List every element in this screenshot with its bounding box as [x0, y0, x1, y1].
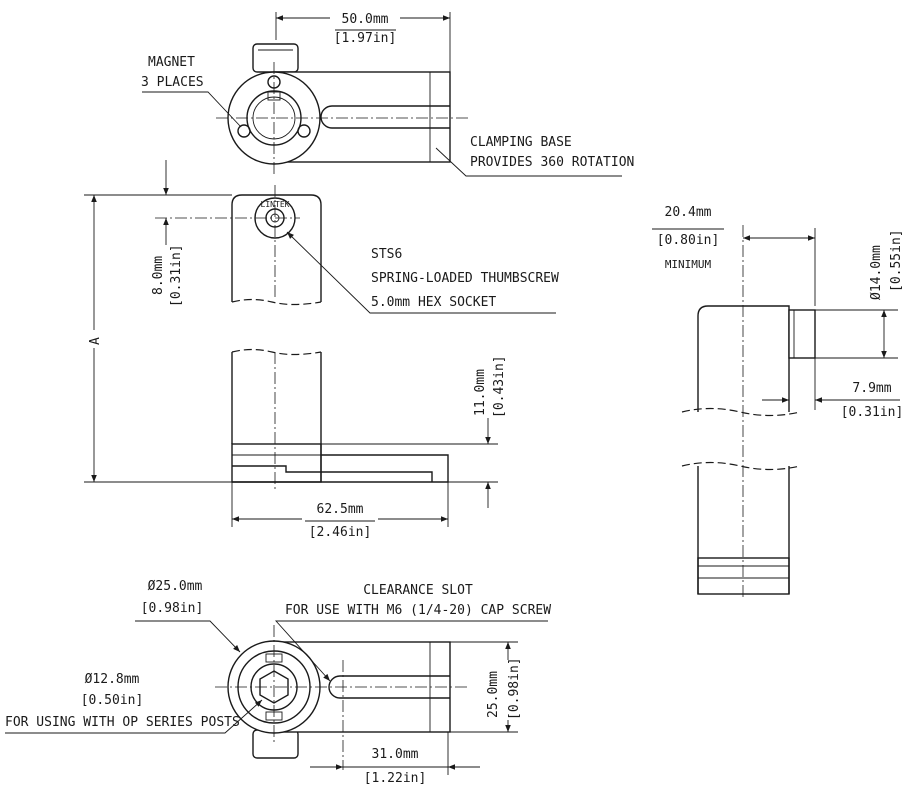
side-view-screw	[788, 309, 816, 359]
top-view-slot	[320, 105, 450, 129]
dim-offset-mm: 8.0mm	[151, 256, 166, 295]
dim-base-width-in: [2.46in]	[309, 525, 372, 540]
magnet-label-line1: MAGNET	[148, 55, 195, 70]
dim-depth-mm: 7.9mm	[852, 381, 891, 396]
clamp-label-line1: CLAMPING BASE	[470, 135, 572, 150]
slot-label-line2: FOR USE WITH M6 (1/4-20) CAP SCREW	[285, 603, 551, 618]
dim-base-width-mm: 62.5mm	[317, 502, 364, 517]
front-view: LINTEK 8.0mm [0.31in] A STS6 SPRING-LOAD…	[84, 160, 559, 543]
magnet-icon	[237, 124, 251, 138]
dim-outer-dia-in: [0.98in]	[141, 601, 204, 616]
dim-width-in: [1.97in]	[334, 31, 397, 46]
dim-outer-dia-mm: Ø25.0mm	[148, 579, 203, 594]
dim-min-in: [0.80in]	[657, 233, 720, 248]
dim-slot-len-mm: 31.0mm	[372, 747, 419, 762]
bottom-view-knob	[252, 729, 299, 759]
dim-base-height-mm: 11.0mm	[473, 369, 488, 416]
dim-inner-dia-mm: Ø12.8mm	[85, 672, 140, 687]
dim-min-label: MINIMUM	[665, 258, 712, 271]
dim-height-a: A	[88, 337, 103, 345]
clamp-label-line2: PROVIDES 360 ROTATION	[470, 155, 634, 170]
magnet-icon	[297, 124, 311, 138]
dim-dia-in: [0.55in]	[889, 229, 904, 292]
screw-label-line1: STS6	[371, 247, 402, 262]
dim-base-height-in: [0.43in]	[492, 355, 507, 418]
dim-min-mm: 20.4mm	[665, 205, 712, 220]
dim-slot-width-in: [0.98in]	[507, 657, 522, 720]
dim-slot-len-in: [1.22in]	[364, 771, 427, 786]
dim-offset-in: [0.31in]	[169, 244, 184, 307]
top-view-knob	[252, 43, 299, 73]
screw-label-line3: 5.0mm HEX SOCKET	[371, 295, 496, 310]
dim-width-mm: 50.0mm	[342, 12, 389, 27]
screw-label-line2: SPRING-LOADED THUMBSCREW	[371, 271, 559, 286]
front-view-base	[231, 443, 322, 483]
side-view: 20.4mm [0.80in] MINIMUM Ø14.0mm [0.55in]…	[652, 205, 904, 600]
top-view: 50.0mm [1.97in] MAGNET 3 PLACES CLAMPING…	[141, 8, 634, 177]
logo-text: LINTEK	[261, 200, 290, 209]
bottom-view: Ø25.0mm [0.98in] Ø12.8mm [0.50in] FOR US…	[5, 579, 551, 786]
clearance-slot	[328, 675, 450, 699]
dim-dia-mm: Ø14.0mm	[869, 245, 884, 300]
slot-label-line1: CLEARANCE SLOT	[363, 583, 473, 598]
dim-depth-in: [0.31in]	[841, 405, 904, 420]
magnet-label-line2: 3 PLACES	[141, 75, 204, 90]
inner-dia-note: FOR USING WITH OP SERIES POSTS	[5, 715, 240, 730]
dim-inner-dia-in: [0.50in]	[81, 693, 144, 708]
dim-slot-width-mm: 25.0mm	[486, 671, 501, 718]
